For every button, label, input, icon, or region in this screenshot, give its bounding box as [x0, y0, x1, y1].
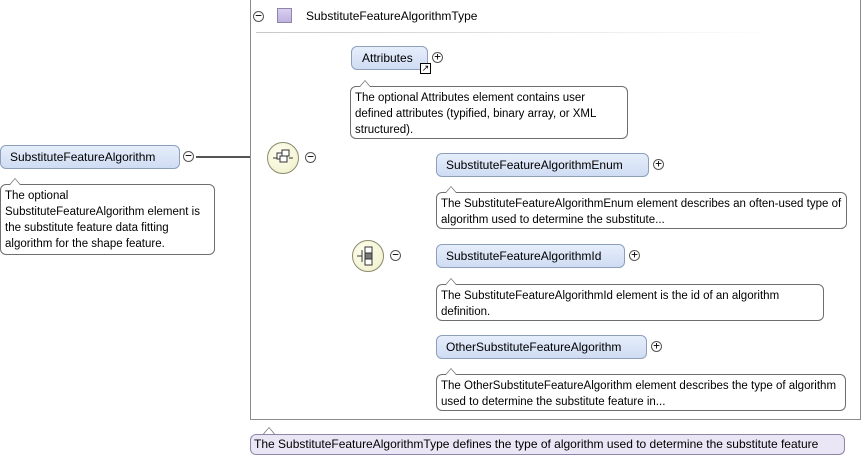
- type-description: The SubstituteFeatureAlgorithmType defin…: [250, 427, 845, 455]
- sequence-glyph: [273, 149, 293, 163]
- doc-notch: [9, 178, 21, 185]
- reference-arrow-icon: ↗: [420, 63, 431, 74]
- id-doc: The SubstituteFeatureAlgorithmId element…: [436, 278, 824, 321]
- doc-notch: [445, 186, 457, 193]
- type-collapse-toggle[interactable]: −: [253, 10, 264, 22]
- attributes-element[interactable]: Attributes: [351, 46, 428, 70]
- id-description: The SubstituteFeatureAlgorithmId element…: [441, 290, 780, 318]
- other-substitute-feature-algorithm-element[interactable]: OtherSubstituteFeatureAlgorithm: [436, 335, 647, 359]
- type-title: SubstituteFeatureAlgorithmType: [306, 9, 478, 23]
- doc-notch: [359, 80, 371, 87]
- choice-glyph: [357, 246, 373, 266]
- id-expand-toggle[interactable]: +: [629, 249, 640, 261]
- root-element[interactable]: SubstituteFeatureAlgorithm: [0, 145, 180, 169]
- root-element-description: The optional SubstituteFeatureAlgorithm …: [5, 190, 200, 250]
- attributes-description: The optional Attributes element contains…: [355, 92, 596, 136]
- choice-compositor-icon[interactable]: [352, 240, 384, 272]
- doc-notch: [445, 278, 457, 285]
- sequence-compositor-icon[interactable]: [267, 142, 299, 174]
- complex-type-icon: [277, 8, 292, 23]
- attributes-expand-toggle[interactable]: +: [432, 51, 443, 63]
- root-collapse-toggle[interactable]: −: [183, 150, 194, 162]
- enum-doc: The SubstituteFeatureAlgorithmEnum eleme…: [436, 186, 847, 229]
- doc-notch: [445, 368, 457, 375]
- choice-collapse-toggle[interactable]: −: [390, 249, 401, 261]
- other-doc: The OtherSubstituteFeatureAlgorithm elem…: [436, 368, 846, 411]
- doc-notch: [263, 427, 275, 434]
- type-description-text: The SubstituteFeatureAlgorithmType defin…: [254, 437, 819, 451]
- other-description: The OtherSubstituteFeatureAlgorithm elem…: [441, 380, 837, 408]
- substitute-feature-algorithm-enum-element[interactable]: SubstituteFeatureAlgorithmEnum: [436, 153, 649, 177]
- root-element-doc: The optional SubstituteFeatureAlgorithm …: [0, 178, 215, 255]
- header-divider: [256, 32, 776, 33]
- attributes-doc: The optional Attributes element contains…: [350, 80, 628, 139]
- sequence-collapse-toggle[interactable]: −: [305, 151, 316, 163]
- enum-expand-toggle[interactable]: +: [653, 158, 664, 170]
- enum-description: The SubstituteFeatureAlgorithmEnum eleme…: [441, 198, 842, 226]
- substitute-feature-algorithm-id-element[interactable]: SubstituteFeatureAlgorithmId: [436, 244, 625, 268]
- other-expand-toggle[interactable]: +: [651, 340, 662, 352]
